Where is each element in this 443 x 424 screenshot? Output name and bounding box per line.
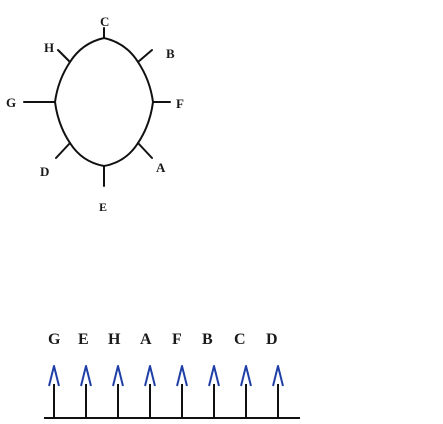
ring-segment-right-upper: [137, 61, 154, 103]
connector-to-a: [137, 142, 153, 159]
label-c: C: [100, 14, 109, 29]
ring-labels: C H B G F D A E: [6, 14, 184, 214]
connector-lines: [23, 27, 171, 187]
sequence-label-8: D: [266, 331, 278, 348]
label-f: F: [176, 96, 184, 111]
sequence-labels: G E H A F B C D: [48, 331, 278, 348]
sequence-label-1: G: [48, 331, 61, 348]
connector-to-b: [137, 49, 153, 63]
label-b: B: [166, 46, 175, 61]
arrow-head-icon: [144, 365, 156, 387]
ring-segment-top: [69, 37, 139, 63]
sequence-label-2: E: [78, 331, 89, 348]
connector-to-d: [55, 142, 71, 159]
arrow-head-icon: [208, 365, 220, 387]
sequence-label-4: A: [140, 331, 152, 348]
label-h: H: [44, 40, 54, 55]
label-a: A: [156, 160, 166, 175]
sequence-label-6: B: [202, 331, 213, 348]
label-e: E: [99, 200, 107, 214]
sequence-label-7: C: [234, 331, 246, 348]
label-d: D: [40, 164, 49, 179]
arrow-head-icon: [48, 365, 60, 387]
arrow-head-icon: [112, 365, 124, 387]
arrow-row: [48, 365, 284, 418]
ring-segment-right-lower: [137, 101, 154, 144]
label-g: G: [6, 95, 16, 110]
sequence-label-3: H: [108, 331, 121, 348]
connector-to-h: [57, 49, 71, 63]
ring-segment-left-lower: [54, 101, 71, 144]
ring-segment-bottom: [69, 142, 139, 167]
octagon-ring: [54, 37, 154, 167]
arrow-head-icon: [272, 365, 284, 387]
arrow-head-icon: [80, 365, 92, 387]
sequence-label-5: F: [172, 331, 182, 348]
arrow-head-icon: [240, 365, 252, 387]
ring-segment-left-upper: [54, 61, 71, 103]
arrow-head-icon: [176, 365, 188, 387]
